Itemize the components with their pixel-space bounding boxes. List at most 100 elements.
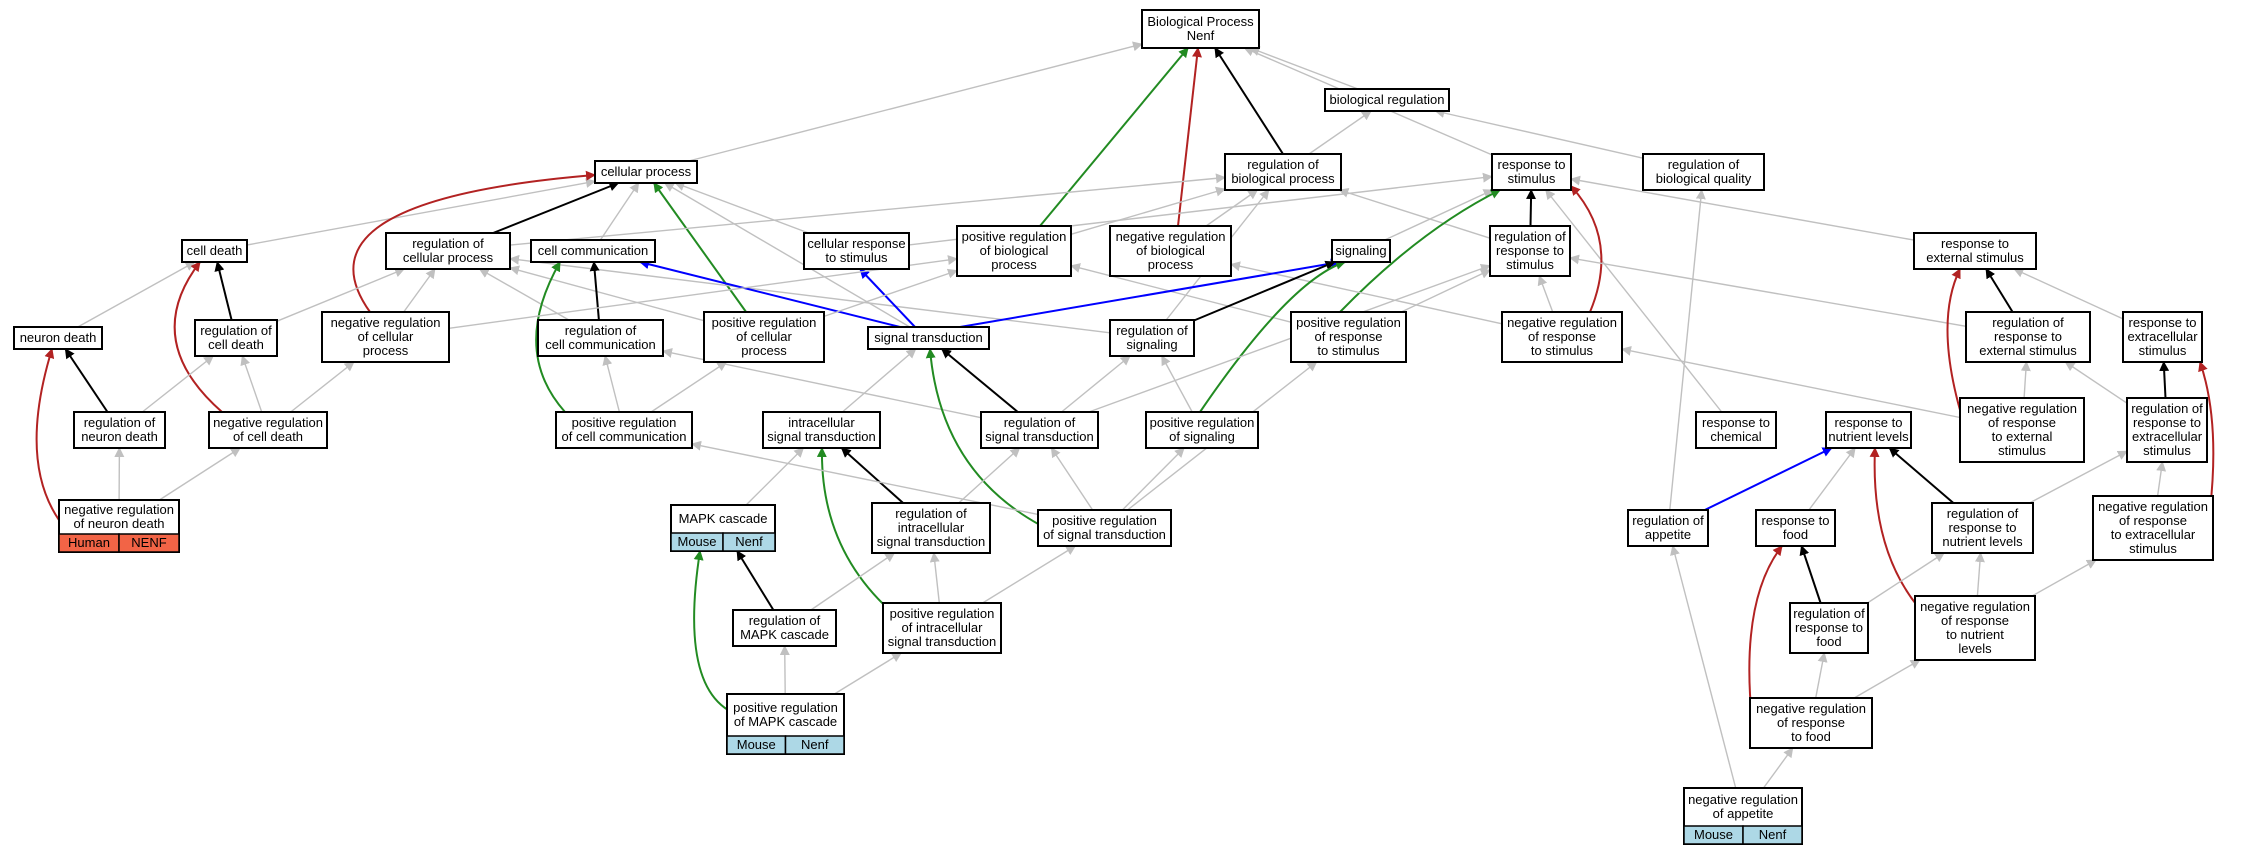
species-tag-label: Human [68, 535, 110, 550]
edge-is-a [1867, 552, 1945, 604]
term-node-cellcomm[interactable]: cell communication [530, 239, 656, 263]
term-box [803, 232, 910, 270]
edge-is-a [674, 181, 809, 234]
edge-part-of [1888, 447, 1955, 504]
term-label-line: process [363, 343, 409, 358]
edge-is-a [1121, 447, 1185, 511]
term-label-line: of response [1988, 415, 2056, 430]
term-label-line: negative regulation [1688, 792, 1798, 807]
term-box [2126, 397, 2208, 463]
edge-positively-regulates [653, 182, 747, 313]
term-label-line: regulation of [1004, 415, 1076, 430]
term-label-line: neuron death [81, 429, 158, 444]
edge-is-a [2064, 361, 2128, 404]
term-label-line: negative regulation [331, 315, 441, 330]
term-label-line: response to [1498, 157, 1566, 172]
term-node-sigtrans[interactable]: signal transduction [867, 326, 990, 350]
term-label-line: response to [1994, 329, 2062, 344]
term-box [1109, 319, 1195, 357]
species-tag [722, 532, 776, 552]
edge-negatively-regulates [1570, 185, 1603, 313]
term-box [1145, 411, 1259, 449]
term-label-line: positive regulation [572, 415, 677, 430]
term-box [980, 411, 1099, 449]
edge-regulates [959, 258, 1341, 328]
edge-negatively-regulates [2198, 361, 2215, 511]
edge-regulates [639, 259, 901, 328]
edge-is-a [1570, 175, 1915, 241]
edge-is-a [1569, 254, 1967, 327]
term-label-line: cell communication [545, 337, 656, 352]
term-label-line: response to [1795, 620, 1863, 635]
term-label-line: process [1148, 257, 1194, 272]
species-tag-label: Nenf [735, 534, 763, 549]
edge-is-a [141, 355, 214, 413]
edge-is-a [1205, 189, 1259, 227]
term-label-line: response to [2129, 315, 2197, 330]
edge-part-of [2159, 361, 2170, 399]
term-label-line: intracellular [898, 520, 965, 535]
term-node-neurondeath[interactable]: neuron death [13, 326, 103, 350]
edge-positively-regulates [1039, 47, 1189, 227]
term-node-bioreg[interactable]: biological regulation [1324, 88, 1450, 112]
term-box [1965, 311, 2091, 363]
term-node-cellproc[interactable]: cellular process [594, 160, 698, 184]
term-label-line: cellular response [807, 236, 905, 251]
edge-is-a [2156, 461, 2167, 497]
term-label-line: of cellular [736, 329, 792, 344]
term-node-signaling[interactable]: signaling [1331, 239, 1391, 263]
term-node-celldeath[interactable]: cell death [181, 239, 248, 263]
edge-is-a [1230, 261, 1503, 325]
edge-is-a [1434, 108, 1644, 159]
edge-is-a [982, 545, 1077, 604]
term-label-line: positive regulation [1296, 315, 1401, 330]
term-box [1914, 595, 2036, 661]
term-label-line: regulation of [895, 506, 967, 521]
term-label-line: Biological Process [1147, 14, 1254, 29]
